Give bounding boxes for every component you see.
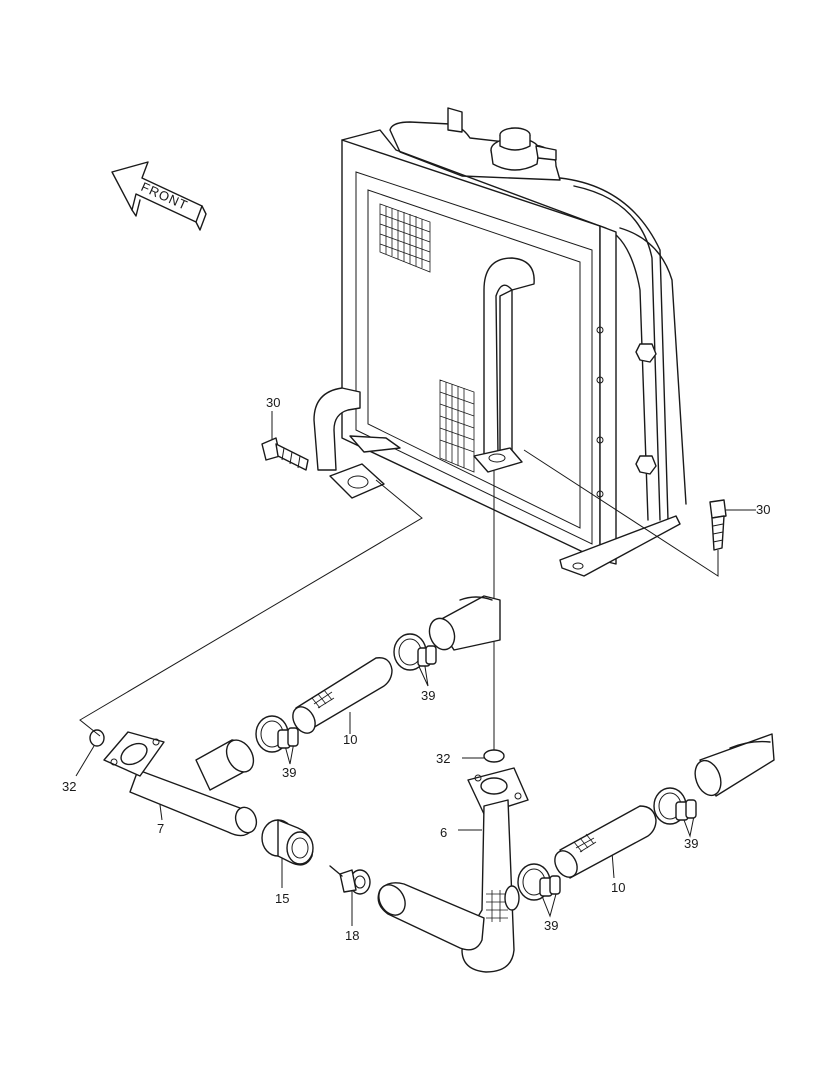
callout-39-a-label: 39 (421, 688, 436, 703)
hose-pipe-lower (694, 733, 775, 797)
elbow-pipe-6 (377, 767, 529, 973)
front-arrow-icon: FRONT (111, 161, 207, 231)
callout-39-d-label: 39 (544, 918, 559, 933)
hose-clamp-39-d (517, 863, 561, 901)
callout-30-left-label: 30 (266, 395, 281, 410)
callout-15-label: 15 (275, 891, 290, 906)
callout-32-right-label: 32 (436, 751, 451, 766)
hose-10-upper (292, 657, 393, 734)
hose-clamp-39-c (653, 787, 697, 825)
bolt-30-right (709, 499, 727, 551)
drain-valve-18 (329, 865, 371, 895)
hose-clamp-39-b (255, 715, 299, 753)
t-pipe-7 (103, 731, 258, 837)
radiator (313, 107, 687, 577)
callout-10-upper-label: 10 (343, 732, 358, 747)
bolt-30-left (261, 437, 309, 471)
callout-7-label: 7 (157, 821, 165, 836)
o-ring-32-right (483, 749, 505, 763)
hose-pipe-upper (428, 595, 501, 651)
o-ring-32-left (89, 729, 105, 747)
hose-clamp-39-a (393, 633, 437, 671)
callout-10-lower-label: 10 (611, 880, 626, 895)
callout-39-b-label: 39 (282, 765, 297, 780)
callout-6-label: 6 (440, 825, 448, 840)
callout-18-label: 18 (345, 928, 360, 943)
callout-39-c-label: 39 (684, 836, 699, 851)
radiator-mesh (379, 203, 475, 473)
callout-32-left-label: 32 (62, 779, 77, 794)
callout-30-right-label: 30 (756, 502, 771, 517)
hose-10-lower (554, 805, 657, 879)
union-15 (261, 819, 314, 866)
